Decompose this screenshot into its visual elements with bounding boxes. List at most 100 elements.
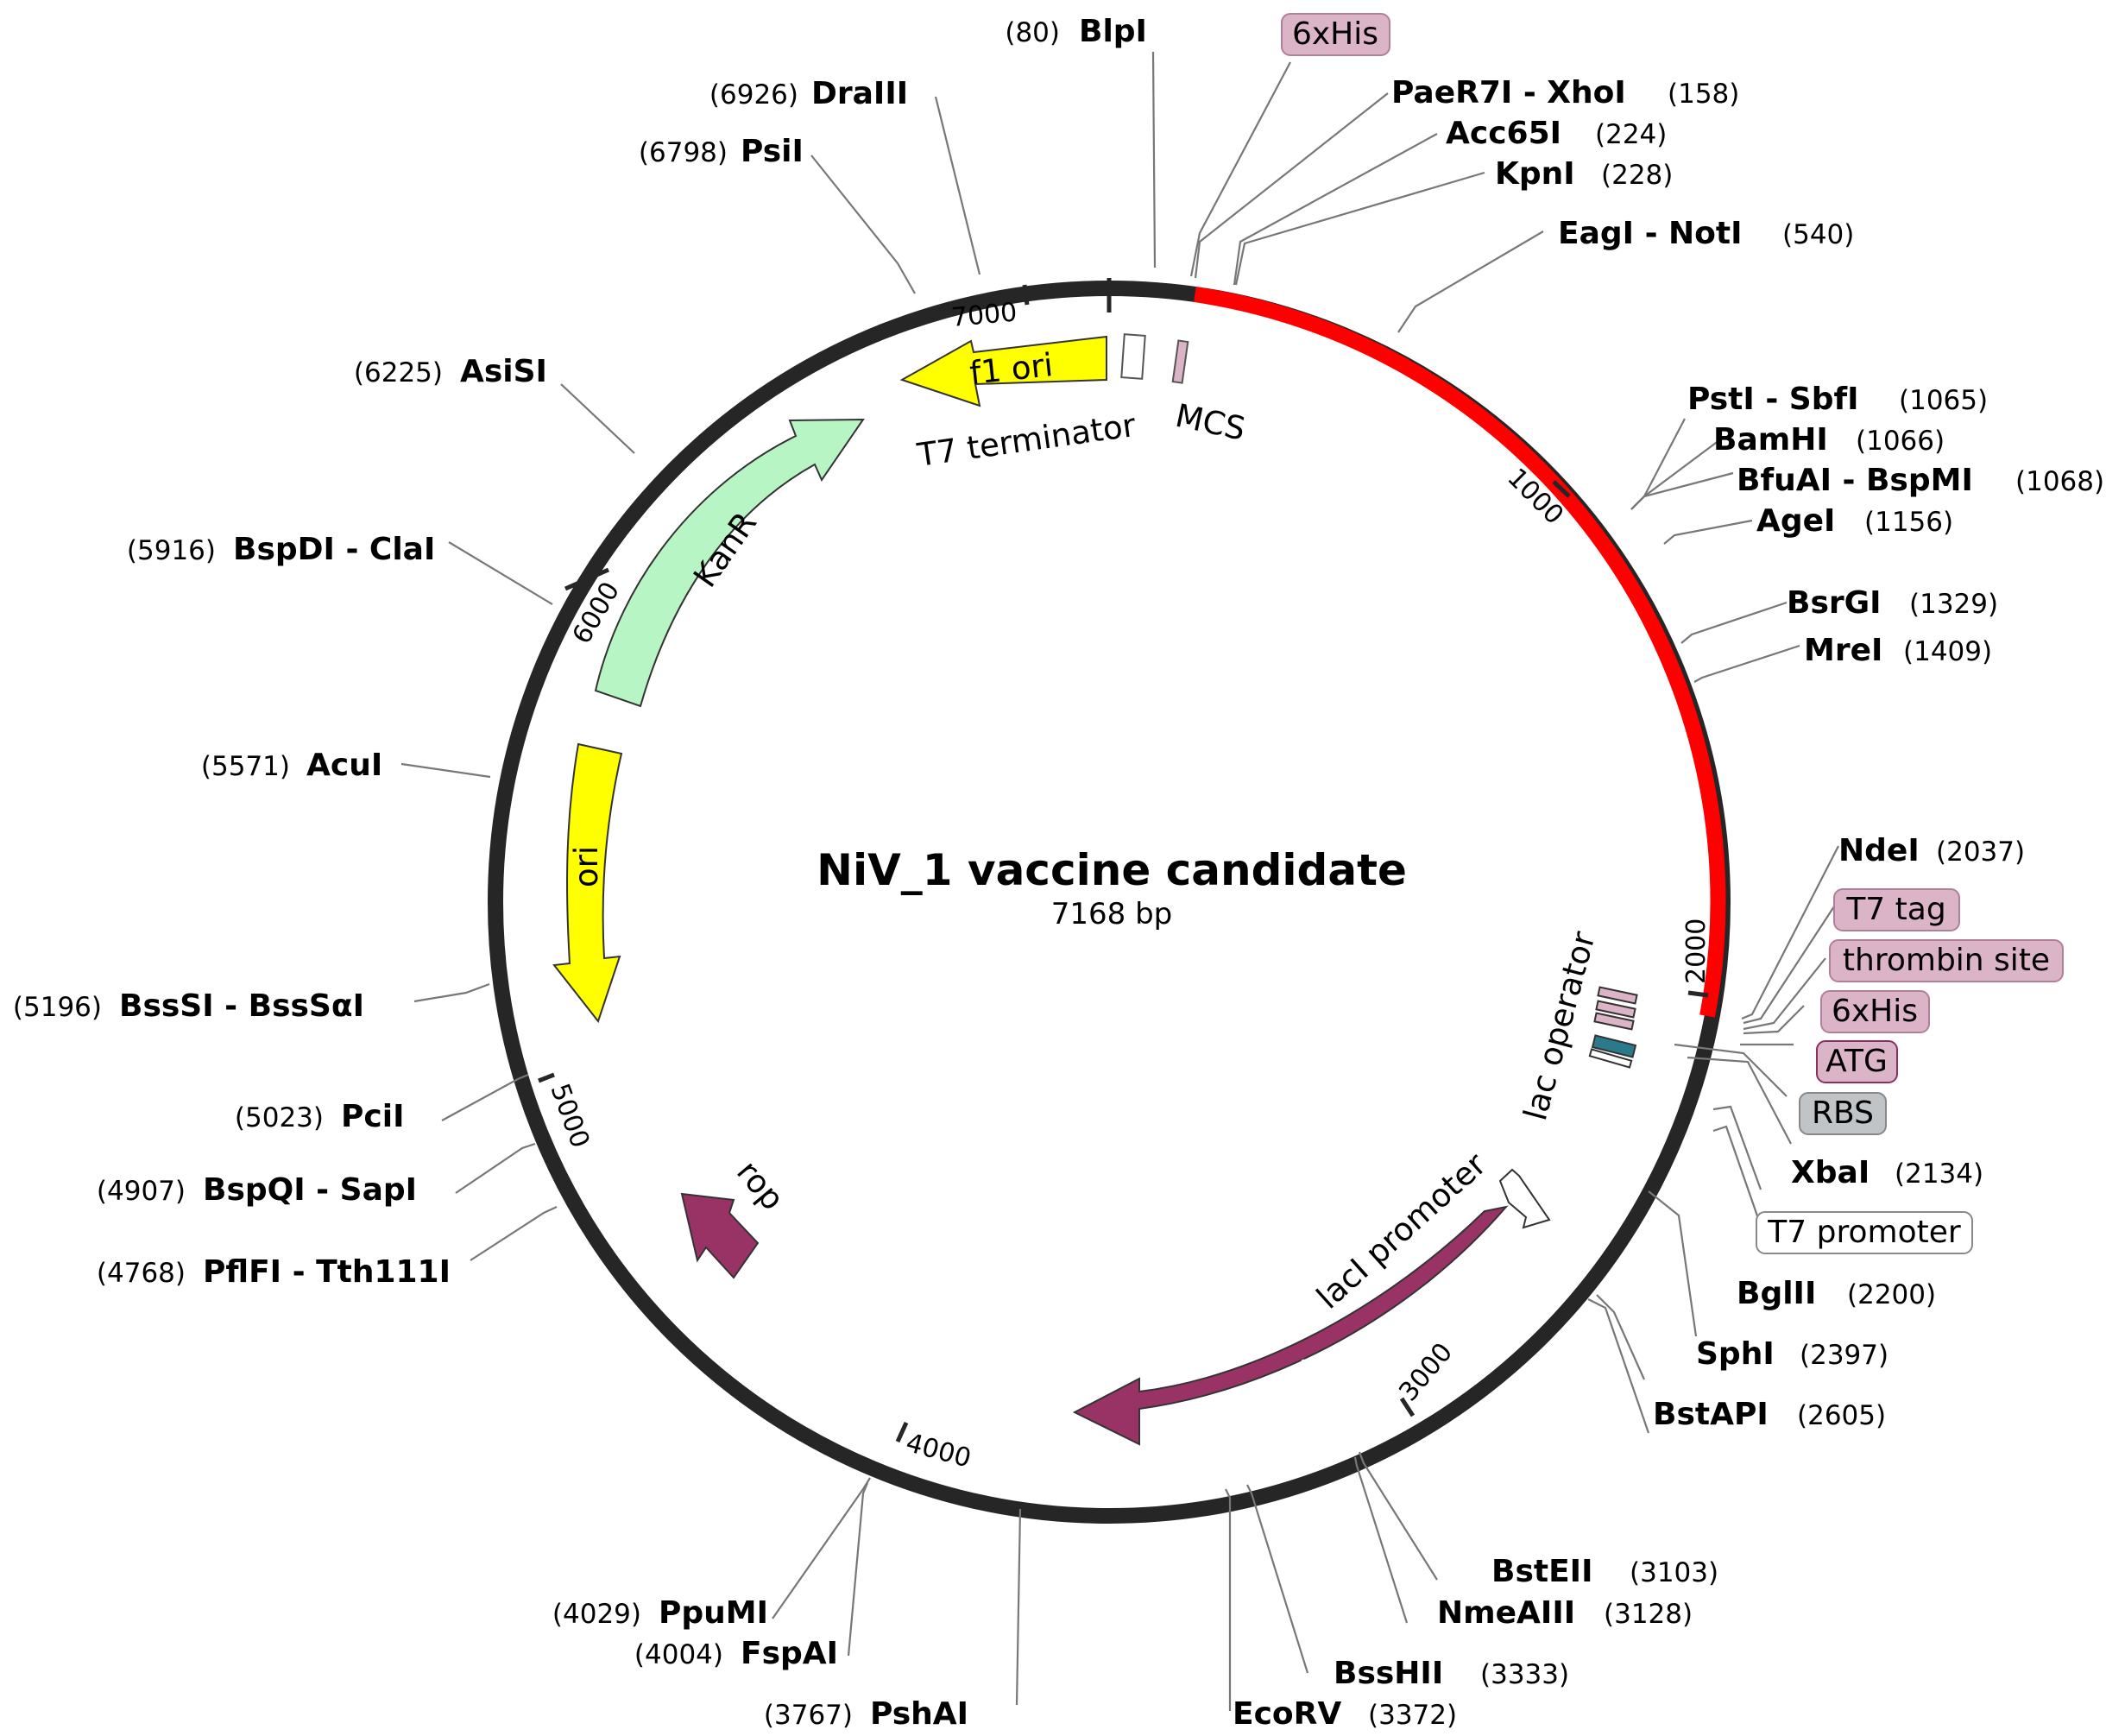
site-paer7i-name: PaeR7I - XhoI [1391, 75, 1626, 110]
site-psti-pos: (1065) [1899, 385, 1988, 416]
site-pcii-pos: (5023) [235, 1102, 324, 1133]
rbs-box: RBS [1799, 1092, 1887, 1135]
laci-feature [1072, 1205, 1509, 1446]
site-bspdi-name: BspDI - ClaI [233, 532, 435, 567]
leader-lines [400, 51, 1839, 1711]
t7-terminator-label: T7 terminator [914, 407, 1138, 474]
site-bsshii-pos: (3333) [1480, 1659, 1569, 1690]
small-feature-markers [1588, 986, 1638, 1069]
site-asisi-name: AsiSI [460, 354, 547, 389]
tick-label-2000: 2000 [1681, 919, 1712, 984]
site-pshai-pos: (3767) [764, 1700, 853, 1731]
t7-tag-box: T7 tag [1833, 888, 1960, 931]
site-kpni-name: KpnI [1495, 156, 1575, 192]
site-bstapi-pos: (2605) [1797, 1400, 1886, 1431]
site-bglii-name: BglII [1737, 1276, 1816, 1311]
t7-terminator-marker [1120, 333, 1146, 380]
site-bsrgi-name: BsrGI [1787, 585, 1882, 621]
site-bsteii-name: BstEII [1491, 1554, 1592, 1589]
site-bamhi-pos: (1066) [1856, 426, 1945, 457]
site-ppumi-name: PpuMI [659, 1595, 768, 1631]
svg-text:T7 tag: T7 tag [1845, 892, 1945, 927]
site-psii-pos: (6798) [639, 137, 728, 168]
his-tag-right-box: 6xHis [1820, 990, 1930, 1033]
site-mrei-name: MreI [1804, 633, 1882, 668]
atg-box: ATG [1816, 1040, 1898, 1083]
tick-label-4000: 4000 [903, 1428, 974, 1474]
lac-operator-label: lac operator [1516, 927, 1603, 1124]
site-ndei-name: NdeI [1838, 833, 1920, 868]
site-bstapi-name: BstAPI [1653, 1397, 1769, 1432]
site-draiii-pos: (6926) [709, 79, 798, 110]
mcs-label: MCS [1172, 397, 1248, 448]
site-bglii-pos: (2200) [1847, 1279, 1936, 1310]
svg-text:T7 promoter: T7 promoter [1767, 1215, 1961, 1250]
site-kpni-pos: (228) [1601, 160, 1673, 191]
site-bsshii-name: BssHII [1334, 1656, 1443, 1691]
site-bfuai-pos: (1068) [2015, 466, 2104, 497]
site-bspdi-pos: (5916) [127, 535, 216, 566]
site-eagi-pos: (540) [1782, 219, 1854, 250]
site-pflfi-pos: (4768) [97, 1258, 186, 1289]
site-pshai-name: PshAI [870, 1696, 968, 1732]
site-pflfi-name: PflFI - Tth111I [203, 1254, 451, 1290]
site-acui-name: AcuI [306, 748, 382, 783]
ori-label: ori [568, 846, 605, 887]
plasmid-size: 7168 bp [1051, 897, 1173, 931]
tick-label-7000: 7000 [950, 297, 1018, 333]
f1-ori-label: f1 ori [968, 346, 1054, 392]
site-nmeaiii-name: NmeAIII [1437, 1595, 1575, 1631]
site-sphi-name: SphI [1696, 1336, 1775, 1372]
site-asisi-pos: (6225) [354, 357, 443, 388]
laci-promoter-feature [1498, 1168, 1551, 1229]
site-sphi-pos: (2397) [1800, 1340, 1888, 1371]
rop-label: rop [729, 1153, 791, 1217]
site-draiii-name: DraIII [811, 76, 908, 111]
site-paer7i-pos: (158) [1668, 79, 1739, 110]
site-bsteii-pos: (3103) [1630, 1557, 1718, 1588]
site-bspqi-name: BspQI - SapI [203, 1172, 417, 1208]
site-agei-name: AgeI [1756, 503, 1835, 539]
site-fspai-name: FspAI [741, 1636, 838, 1671]
svg-text:thrombin site: thrombin site [1843, 943, 2050, 978]
t7-promoter-box: T7 promoter [1756, 1211, 1973, 1254]
site-acc65i-pos: (224) [1595, 119, 1667, 150]
site-ndei-pos: (2037) [1936, 836, 2025, 868]
site-bsssi-pos: (5196) [13, 992, 102, 1023]
plasmid-name: NiV_1 vaccine candidate [817, 845, 1407, 895]
site-bsssi-name: BssSI - BssSαI [119, 988, 364, 1024]
site-acui-pos: (5571) [201, 751, 290, 782]
svg-text:ATG: ATG [1825, 1044, 1888, 1079]
site-bspqi-pos: (4907) [97, 1176, 186, 1207]
ori-feature [552, 742, 623, 1024]
site-mrei-pos: (1409) [1903, 636, 1992, 667]
site-psti-name: PstI - SbfI [1687, 382, 1859, 417]
site-ppumi-pos: (4029) [552, 1599, 641, 1630]
site-xbai-name: XbaI [1791, 1155, 1870, 1190]
site-xbai-pos: (2134) [1895, 1158, 1983, 1190]
site-ecorv-pos: (3372) [1368, 1700, 1457, 1731]
tick-marks [538, 278, 1709, 1443]
mcs-marker [1171, 339, 1189, 384]
svg-text:6xHis: 6xHis [1292, 16, 1378, 52]
kanr-feature [594, 418, 865, 708]
site-bamhi-name: BamHI [1713, 422, 1828, 458]
svg-text:6xHis: 6xHis [1832, 994, 1918, 1029]
site-fspai-pos: (4004) [634, 1639, 723, 1670]
site-pcii-name: PciI [341, 1099, 404, 1134]
f1-ori-feature [899, 335, 1107, 407]
site-blpi-name: BlpI [1079, 14, 1147, 49]
site-agei-pos: (1156) [1864, 507, 1953, 538]
site-psii-name: PsiI [741, 134, 804, 169]
site-eagi-name: EagI - NotI [1558, 216, 1743, 251]
site-bfuai-name: BfuAI - BspMI [1737, 463, 1973, 498]
his-tag-top-box: 6xHis [1281, 13, 1390, 56]
thrombin-site-box: thrombin site [1829, 939, 2064, 982]
svg-text:RBS: RBS [1812, 1095, 1874, 1131]
tick-label-3000: 3000 [1393, 1337, 1459, 1407]
site-acc65i-name: Acc65I [1446, 116, 1561, 151]
site-nmeaiii-pos: (3128) [1604, 1599, 1693, 1630]
site-bsrgi-pos: (1329) [1909, 589, 1998, 620]
site-blpi: (80) [1005, 17, 1060, 48]
site-ecorv-name: EcoRV [1233, 1696, 1341, 1732]
